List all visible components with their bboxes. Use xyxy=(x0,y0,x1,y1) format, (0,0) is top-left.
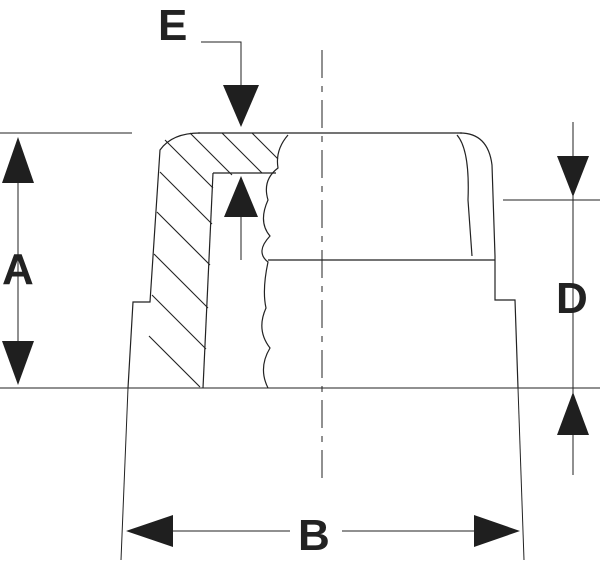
e-arrow xyxy=(223,85,259,127)
b-right-extension xyxy=(517,387,525,561)
b-left-extension xyxy=(120,387,129,561)
dimension-labels: E A D B xyxy=(2,1,588,560)
b-left-arrow xyxy=(126,515,173,547)
arrowheads xyxy=(2,85,589,547)
b-right-arrow xyxy=(474,515,520,547)
label-d: D xyxy=(556,274,588,323)
inner-up-arrow xyxy=(224,176,258,217)
part-outline xyxy=(127,132,519,389)
thread-profile xyxy=(261,134,289,389)
hatch-line xyxy=(251,132,279,160)
hatch-line xyxy=(221,132,263,174)
hatch-line xyxy=(148,335,201,388)
d-top-arrow xyxy=(557,156,589,197)
d-bottom-arrow xyxy=(557,392,589,435)
label-e: E xyxy=(158,1,187,50)
section-hatching xyxy=(148,132,279,388)
hatch-line xyxy=(156,211,211,266)
label-a: A xyxy=(2,245,34,294)
a-bottom-arrow xyxy=(2,341,34,385)
hatch-line xyxy=(159,171,213,225)
cap-right-fillet xyxy=(456,134,473,257)
inner-bore-wall xyxy=(202,172,214,389)
e-leader-line xyxy=(201,41,242,90)
cap-outer-right-contour xyxy=(459,132,519,389)
label-b: B xyxy=(298,511,330,560)
a-top-arrow xyxy=(2,137,34,183)
hatch-line xyxy=(151,294,207,350)
reference-lines xyxy=(0,41,600,561)
hatch-line xyxy=(153,253,209,309)
hatch-line xyxy=(164,139,214,189)
cap-outer-left-contour xyxy=(127,132,201,389)
hatch-line xyxy=(189,132,233,176)
